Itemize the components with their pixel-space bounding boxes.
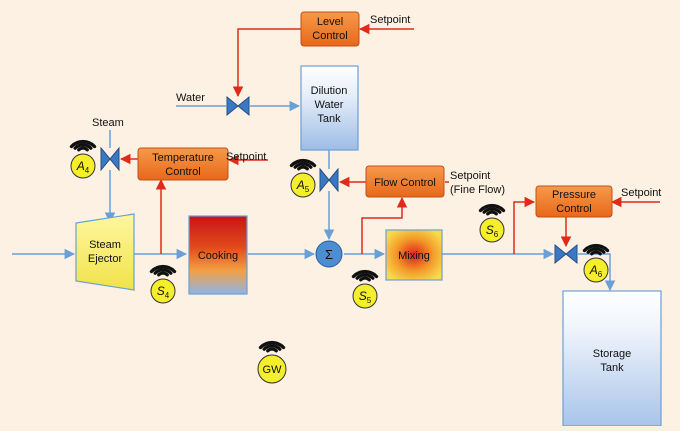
dilution-tank-label-line1: Dilution bbox=[311, 85, 348, 97]
node-subscript: 4 bbox=[85, 166, 90, 175]
level-control-output-line bbox=[232, 28, 301, 98]
wifi-icon bbox=[149, 264, 177, 277]
temperature-control-label-line2: Control bbox=[165, 166, 200, 178]
pressure-control-label-line2: Control bbox=[556, 203, 591, 215]
wireless-node-s5[interactable]: S5 bbox=[351, 269, 379, 309]
temperature-control-label-line1: Temperature bbox=[152, 152, 214, 164]
water-valve-icon[interactable] bbox=[226, 95, 250, 117]
dilution-water-tank[interactable]: Dilution Water Tank bbox=[300, 65, 359, 151]
node-letter: S bbox=[359, 289, 367, 303]
pressure-setpoint-label: Setpoint bbox=[621, 187, 661, 199]
node-label-s4: S4 bbox=[157, 284, 170, 300]
storage-tank[interactable]: Storage Tank bbox=[562, 290, 662, 427]
summing-junction[interactable]: Σ bbox=[315, 240, 343, 268]
pressure-feedback-line bbox=[513, 196, 536, 254]
wifi-icon bbox=[69, 139, 97, 152]
node-label-a6: A6 bbox=[589, 263, 603, 279]
cooking-vessel[interactable]: Cooking bbox=[188, 215, 248, 295]
mixing-label: Mixing bbox=[398, 250, 430, 262]
wireless-node-a4[interactable]: A4 bbox=[69, 139, 97, 179]
dilution-tank-label-line3: Tank bbox=[317, 113, 341, 125]
level-control-label-line2: Control bbox=[312, 30, 347, 42]
node-subscript: 5 bbox=[305, 185, 310, 194]
flow-control-label: Flow Control bbox=[374, 177, 436, 189]
node-letter: A bbox=[76, 159, 85, 173]
flow-setpoint-label: Setpoint bbox=[450, 170, 490, 182]
level-control-block[interactable]: Level Control bbox=[300, 11, 360, 47]
wifi-icon bbox=[582, 243, 610, 256]
wifi-icon bbox=[289, 158, 317, 171]
temperature-setpoint-label: Setpoint bbox=[226, 151, 266, 163]
node-subscript: 5 bbox=[367, 296, 372, 305]
outlet-valve-icon[interactable] bbox=[554, 243, 578, 265]
node-label-s6: S6 bbox=[486, 223, 499, 239]
wireless-node-s4[interactable]: S4 bbox=[149, 264, 177, 304]
wireless-node-a5[interactable]: A5 bbox=[289, 158, 317, 198]
node-letter: S bbox=[157, 284, 165, 298]
wifi-icon bbox=[258, 340, 286, 353]
level-setpoint-label: Setpoint bbox=[370, 14, 410, 26]
storage-tank-label-line2: Tank bbox=[600, 362, 624, 374]
flow-feedback-line bbox=[361, 196, 408, 254]
temperature-control-block[interactable]: Temperature Control bbox=[137, 147, 229, 181]
steam-ejector[interactable]: Steam Ejector bbox=[75, 213, 135, 291]
node-letter: A bbox=[296, 178, 305, 192]
flow-control-block[interactable]: Flow Control bbox=[365, 165, 445, 198]
pressure-control-label-line1: Pressure bbox=[552, 189, 596, 201]
valve-to-storage-line bbox=[578, 253, 616, 292]
pressure-control-block[interactable]: Pressure Control bbox=[535, 185, 613, 218]
process-lines bbox=[12, 100, 616, 292]
node-letter: GW bbox=[263, 364, 283, 376]
cooking-label: Cooking bbox=[198, 250, 238, 262]
node-label-s5: S5 bbox=[359, 289, 372, 305]
fine-flow-label: (Fine Flow) bbox=[450, 184, 505, 196]
wireless-node-s6[interactable]: S6 bbox=[478, 203, 506, 243]
node-subscript: 4 bbox=[165, 291, 170, 300]
water-input-label: Water bbox=[176, 92, 205, 104]
node-letter: A bbox=[589, 263, 598, 277]
node-letter: S bbox=[486, 223, 494, 237]
wifi-icon bbox=[351, 269, 379, 282]
storage-tank-label-line1: Storage bbox=[593, 348, 632, 360]
wifi-icon bbox=[478, 203, 506, 216]
steam-ejector-label-line2: Ejector bbox=[88, 253, 123, 265]
wireless-node-a6[interactable]: A6 bbox=[582, 243, 610, 283]
level-control-label-line1: Level bbox=[317, 16, 343, 28]
steam-input-label: Steam bbox=[92, 117, 124, 129]
mixing-unit[interactable]: Mixing bbox=[385, 229, 443, 281]
dilution-tank-label-line2: Water bbox=[315, 99, 344, 111]
dilution-valve-icon[interactable] bbox=[319, 167, 339, 193]
node-label-a5: A5 bbox=[296, 178, 310, 194]
steam-valve-icon[interactable] bbox=[100, 146, 120, 172]
control-lines bbox=[119, 23, 660, 254]
node-label-a4: A4 bbox=[76, 159, 90, 175]
summer-symbol: Σ bbox=[325, 247, 333, 262]
node-label-gw: GW bbox=[263, 364, 283, 376]
steam-ejector-label-line1: Steam bbox=[89, 239, 121, 251]
wireless-node-gw[interactable]: GW bbox=[257, 340, 287, 384]
node-subscript: 6 bbox=[598, 270, 603, 279]
node-subscript: 6 bbox=[494, 230, 499, 239]
